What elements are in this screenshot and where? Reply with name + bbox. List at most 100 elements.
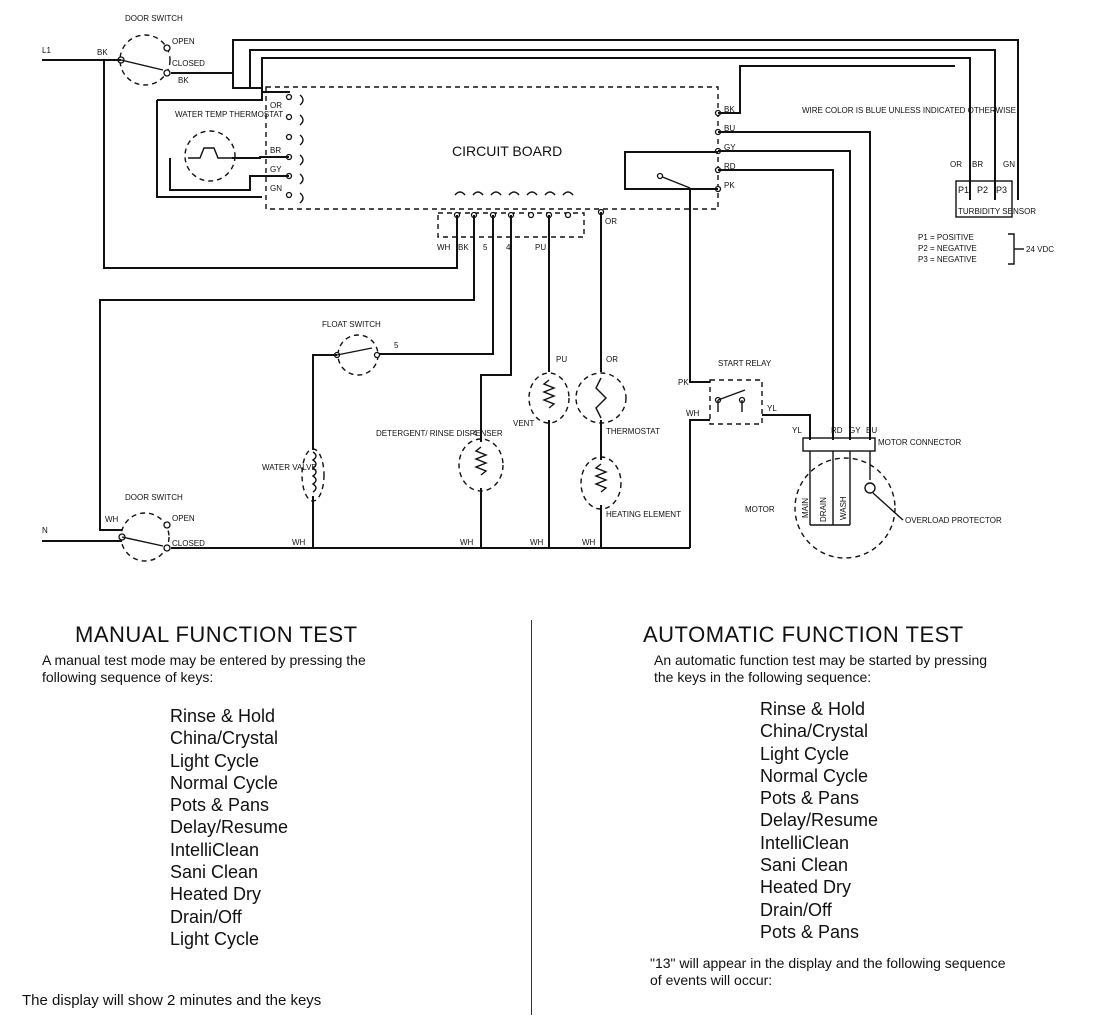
- door-switch-top: [119, 34, 171, 86]
- svg-text:WH: WH: [686, 409, 700, 418]
- svg-text:YL: YL: [792, 426, 802, 435]
- water-valve: [301, 448, 325, 502]
- automatic-key-list: Rinse & Hold China/Crystal Light Cycle N…: [760, 698, 878, 943]
- start-relay: [709, 379, 763, 425]
- list-item: Light Cycle: [170, 750, 260, 771]
- motor-connector: [802, 437, 876, 452]
- svg-text:5: 5: [483, 243, 488, 252]
- svg-text:5: 5: [394, 341, 399, 350]
- heating-element-label: HEATING ELEMENT: [606, 510, 681, 519]
- svg-text:4: 4: [506, 243, 511, 252]
- svg-text:WH: WH: [292, 538, 306, 547]
- automatic-test-title: AUTOMATIC FUNCTION TEST: [643, 622, 964, 647]
- list-item: Light Cycle: [170, 928, 260, 949]
- motor: [794, 457, 896, 559]
- water-temp-thermostat: [184, 130, 236, 182]
- svg-text:PK: PK: [678, 378, 689, 387]
- list-item: China/Crystal: [760, 721, 869, 742]
- svg-text:OR: OR: [606, 355, 618, 364]
- svg-text:BK: BK: [97, 48, 108, 57]
- svg-text:P1: P1: [958, 185, 969, 195]
- thermostat: [575, 372, 627, 424]
- svg-text:BK: BK: [458, 243, 469, 252]
- water-valve-label: WATER VALVE: [262, 463, 317, 472]
- list-item: China/Crystal: [170, 728, 279, 749]
- turbidity-sensor-label: TURBIDITY SENSOR: [958, 207, 1036, 216]
- svg-text:OPEN: OPEN: [172, 514, 195, 523]
- l1-label: L1: [42, 46, 51, 55]
- svg-text:OPEN: OPEN: [172, 37, 195, 46]
- door-switch-bottom: [120, 512, 170, 562]
- term-br: BR: [270, 146, 281, 155]
- svg-text:YL: YL: [767, 404, 777, 413]
- svg-text:P2: P2: [977, 185, 988, 195]
- circuit-board-label: CIRCUIT BOARD: [452, 143, 562, 159]
- svg-text:OR: OR: [605, 217, 617, 226]
- motor-label: MOTOR: [745, 505, 775, 514]
- overload-protector-label: OVERLOAD PROTECTOR: [905, 516, 1002, 525]
- vent-label: VENT: [513, 419, 534, 428]
- list-item: Light Cycle: [760, 743, 850, 764]
- pin-legend-p3: P3 = NEGATIVE: [918, 255, 977, 264]
- svg-text:CLOSED: CLOSED: [172, 59, 205, 68]
- svg-text:DRAIN: DRAIN: [819, 497, 828, 522]
- n-label: N: [42, 526, 48, 535]
- detergent-dispenser-label: DETERGENT/ RINSE DISPENSER: [376, 429, 503, 438]
- svg-text:MAIN: MAIN: [801, 498, 810, 518]
- list-item: Rinse & Hold: [170, 706, 276, 726]
- manual-key-list: Rinse & Hold China/Crystal Light Cycle N…: [170, 705, 288, 950]
- column-divider: [531, 620, 532, 1015]
- svg-text:OR: OR: [950, 160, 962, 169]
- float-switch-label: FLOAT SWITCH: [322, 320, 381, 329]
- motor-connector-label: MOTOR CONNECTOR: [878, 438, 961, 447]
- start-relay-label: START RELAY: [718, 359, 772, 368]
- list-item: Normal Cycle: [760, 765, 869, 786]
- svg-text:GN: GN: [1003, 160, 1015, 169]
- svg-text:WH: WH: [530, 538, 544, 547]
- svg-text:WH: WH: [437, 243, 451, 252]
- list-item: Delay/Resume: [760, 810, 879, 831]
- svg-text:BK: BK: [178, 76, 189, 85]
- list-item: Sani Clean: [760, 855, 849, 876]
- vent: [528, 372, 570, 424]
- list-item: Heated Dry: [760, 877, 852, 898]
- svg-text:RD: RD: [831, 426, 843, 435]
- svg-text:PU: PU: [535, 243, 546, 252]
- list-item: Drain/Off: [170, 906, 242, 927]
- svg-text:CLOSED: CLOSED: [172, 539, 205, 548]
- pin-legend-p2: P2 = NEGATIVE: [918, 244, 977, 253]
- voltage-label: 24 VDC: [1026, 245, 1054, 254]
- term-rd: RD: [724, 162, 736, 171]
- svg-text:GY: GY: [849, 426, 861, 435]
- board-bottom-pins: WH BK 5 4 PU OR: [437, 191, 617, 252]
- term-gy-right: GY: [724, 143, 736, 152]
- term-or: OR: [270, 101, 282, 110]
- svg-text:PU: PU: [556, 355, 567, 364]
- term-bu: BU: [724, 124, 735, 133]
- automatic-test-footer: "13" will appear in the display and the …: [650, 955, 1006, 988]
- float-switch: [337, 334, 379, 376]
- automatic-test-intro: An automatic function test may be starte…: [654, 652, 988, 685]
- list-item: Drain/Off: [760, 899, 832, 920]
- svg-text:WH: WH: [460, 538, 474, 547]
- manual-test-title: MANUAL FUNCTION TEST: [75, 622, 358, 647]
- list-item: Sani Clean: [170, 862, 259, 883]
- svg-text:WASH: WASH: [839, 496, 848, 520]
- svg-text:BU: BU: [866, 426, 877, 435]
- term-pk: PK: [724, 181, 735, 190]
- pin-legend-p1: P1 = POSITIVE: [918, 233, 974, 242]
- turbidity-sensor: [955, 180, 1013, 218]
- manual-test-intro: A manual test mode may be entered by pre…: [42, 652, 366, 685]
- wire-color-note: WIRE COLOR IS BLUE UNLESS INDICATED OTHE…: [802, 106, 1016, 115]
- list-item: Delay/Resume: [170, 817, 289, 838]
- svg-text:WH: WH: [582, 538, 596, 547]
- svg-text:WH: WH: [105, 515, 119, 524]
- door-switch-bottom-label: DOOR SWITCH: [125, 493, 183, 502]
- water-temp-thermostat-label: WATER TEMP THERMOSTAT: [175, 110, 283, 119]
- svg-text:4: 4: [473, 429, 478, 438]
- manual-test-footer: The display will show 2 minutes and the …: [22, 992, 322, 1009]
- list-item: Pots & Pans: [760, 788, 860, 809]
- svg-text:P3: P3: [996, 185, 1007, 195]
- list-item: Pots & Pans: [170, 795, 270, 816]
- list-item: IntelliClean: [760, 832, 850, 853]
